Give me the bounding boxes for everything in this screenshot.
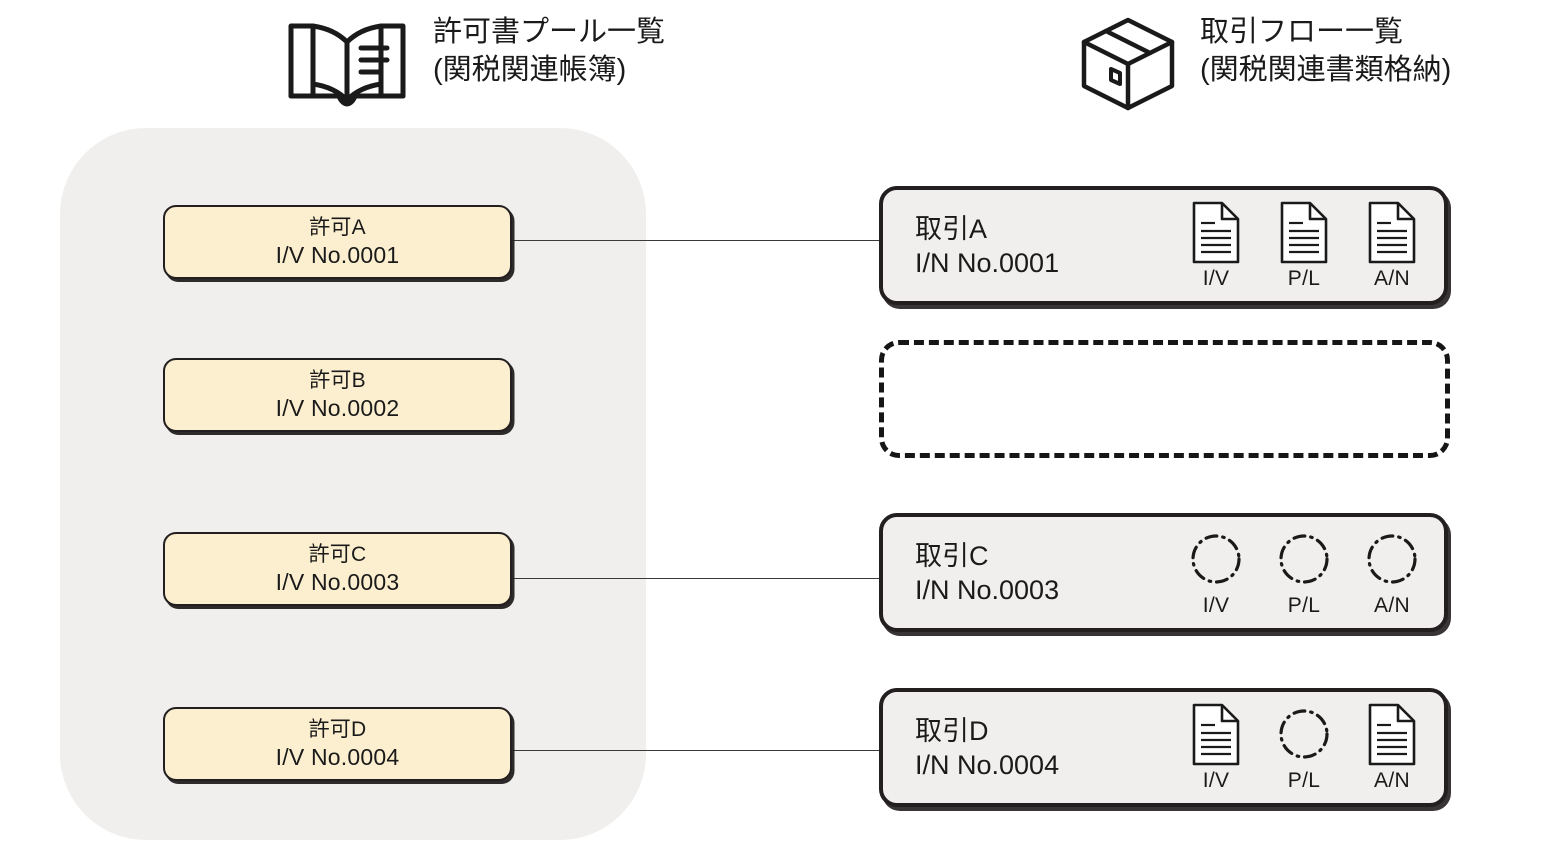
transaction-card-label: 取引D I/N No.0004 (915, 713, 1059, 781)
document-slot-caption: I/V (1202, 593, 1230, 617)
connector-line-a (508, 240, 880, 241)
document-slot-caption: I/V (1202, 266, 1230, 290)
connector-line-c (508, 578, 880, 579)
transaction-card-subtitle: I/N No.0003 (915, 574, 1060, 605)
document-slot-an[interactable]: A/N (1362, 703, 1422, 793)
transaction-card-label: 取引C I/N No.0003 (915, 538, 1059, 606)
transaction-card-c[interactable]: 取引C I/N No.0003 I/V P/L (879, 513, 1448, 632)
document-slot-caption: P/L (1287, 768, 1321, 792)
permit-card-title: 許可D (308, 718, 367, 742)
transaction-flow-header-line1: 取引フロー一覧 (1200, 16, 1404, 48)
document-slot-iv[interactable]: I/V (1186, 201, 1246, 291)
document-missing-icon (1276, 703, 1332, 766)
package-box-icon (1078, 14, 1178, 119)
document-slot-caption: P/L (1287, 266, 1321, 290)
permit-card-b[interactable]: 許可B I/V No.0002 (163, 358, 512, 432)
permit-pool-header-text: 許可書プール一覧 (関税関連帳簿) (433, 14, 665, 89)
document-slot-iv[interactable]: I/V (1186, 528, 1246, 618)
permit-pool-header-line2: (関税関連帳簿) (433, 53, 627, 86)
permit-card-subtitle: I/V No.0002 (275, 394, 400, 421)
permit-pool-header: 許可書プール一覧 (関税関連帳簿) (283, 14, 665, 119)
transaction-card-subtitle: I/N No.0001 (915, 247, 1060, 278)
permit-card-title: 許可C (308, 543, 367, 567)
document-slot-an[interactable]: A/N (1362, 528, 1422, 618)
permit-card-title: 許可B (309, 369, 366, 393)
permit-pool-header-line1: 許可書プール一覧 (433, 16, 666, 48)
transaction-card-title: 取引D (915, 715, 989, 746)
permit-card-a[interactable]: 許可A I/V No.0001 (163, 205, 512, 279)
document-slot-row: I/V P/L (1186, 201, 1422, 291)
document-missing-icon (1364, 528, 1420, 591)
document-present-icon (1279, 201, 1329, 264)
transaction-card-title: 取引C (915, 540, 989, 571)
transaction-card-d[interactable]: 取引D I/N No.0004 (879, 688, 1448, 807)
document-missing-icon (1188, 528, 1244, 591)
transaction-card-subtitle: I/N No.0004 (915, 749, 1060, 780)
transaction-card-empty-placeholder[interactable] (879, 340, 1450, 458)
document-slot-iv[interactable]: I/V (1186, 703, 1246, 793)
document-slot-an[interactable]: A/N (1362, 201, 1422, 291)
document-present-icon (1367, 703, 1417, 766)
transaction-flow-header-line2: (関税関連書類格納) (1200, 53, 1452, 86)
document-present-icon (1191, 703, 1241, 766)
document-slot-pl[interactable]: P/L (1274, 703, 1334, 793)
document-slot-caption: A/N (1374, 593, 1410, 617)
open-book-icon (283, 14, 411, 119)
document-slot-row: I/V P/L (1186, 703, 1422, 793)
permit-card-subtitle: I/V No.0004 (275, 743, 400, 770)
permit-card-title: 許可A (309, 216, 366, 240)
document-missing-icon (1276, 528, 1332, 591)
document-slot-row: I/V P/L A/N (1186, 528, 1422, 618)
transaction-flow-header: 取引フロー一覧 (関税関連書類格納) (1078, 14, 1451, 119)
permit-card-subtitle: I/V No.0003 (275, 568, 400, 595)
transaction-card-label: 取引A I/N No.0001 (915, 211, 1059, 279)
document-slot-caption: P/L (1287, 593, 1321, 617)
permit-card-c[interactable]: 許可C I/V No.0003 (163, 532, 512, 606)
document-slot-pl[interactable]: P/L (1274, 528, 1334, 618)
permit-card-subtitle: I/V No.0001 (275, 241, 400, 268)
connector-line-d (508, 750, 880, 751)
transaction-card-a[interactable]: 取引A I/N No.0001 (879, 186, 1448, 305)
document-slot-pl[interactable]: P/L (1274, 201, 1334, 291)
document-present-icon (1367, 201, 1417, 264)
document-slot-caption: I/V (1202, 768, 1230, 792)
document-present-icon (1191, 201, 1241, 264)
transaction-card-title: 取引A (915, 213, 988, 244)
transaction-flow-header-text: 取引フロー一覧 (関税関連書類格納) (1200, 14, 1451, 89)
document-slot-caption: A/N (1374, 266, 1410, 290)
permit-card-d[interactable]: 許可D I/V No.0004 (163, 707, 512, 781)
document-slot-caption: A/N (1374, 768, 1410, 792)
